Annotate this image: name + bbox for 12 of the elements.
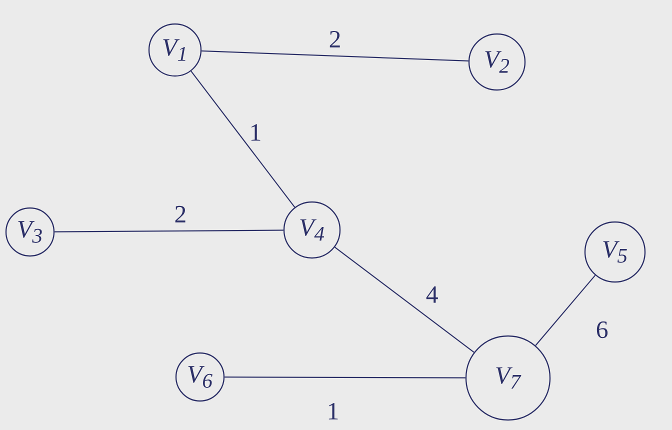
edge-line [190,70,296,208]
edge-line [334,246,474,353]
edge-line [224,376,466,378]
edge-line [202,50,468,62]
weight-label: 1 [251,124,260,141]
weight-label: 1 [328,402,338,420]
weight-label: 4 [426,286,438,303]
edge-line [535,274,596,346]
weight-label: 6 [596,321,608,338]
edge-line [54,230,284,232]
weight-label: 2 [330,30,340,48]
weight-label: 2 [175,206,186,222]
